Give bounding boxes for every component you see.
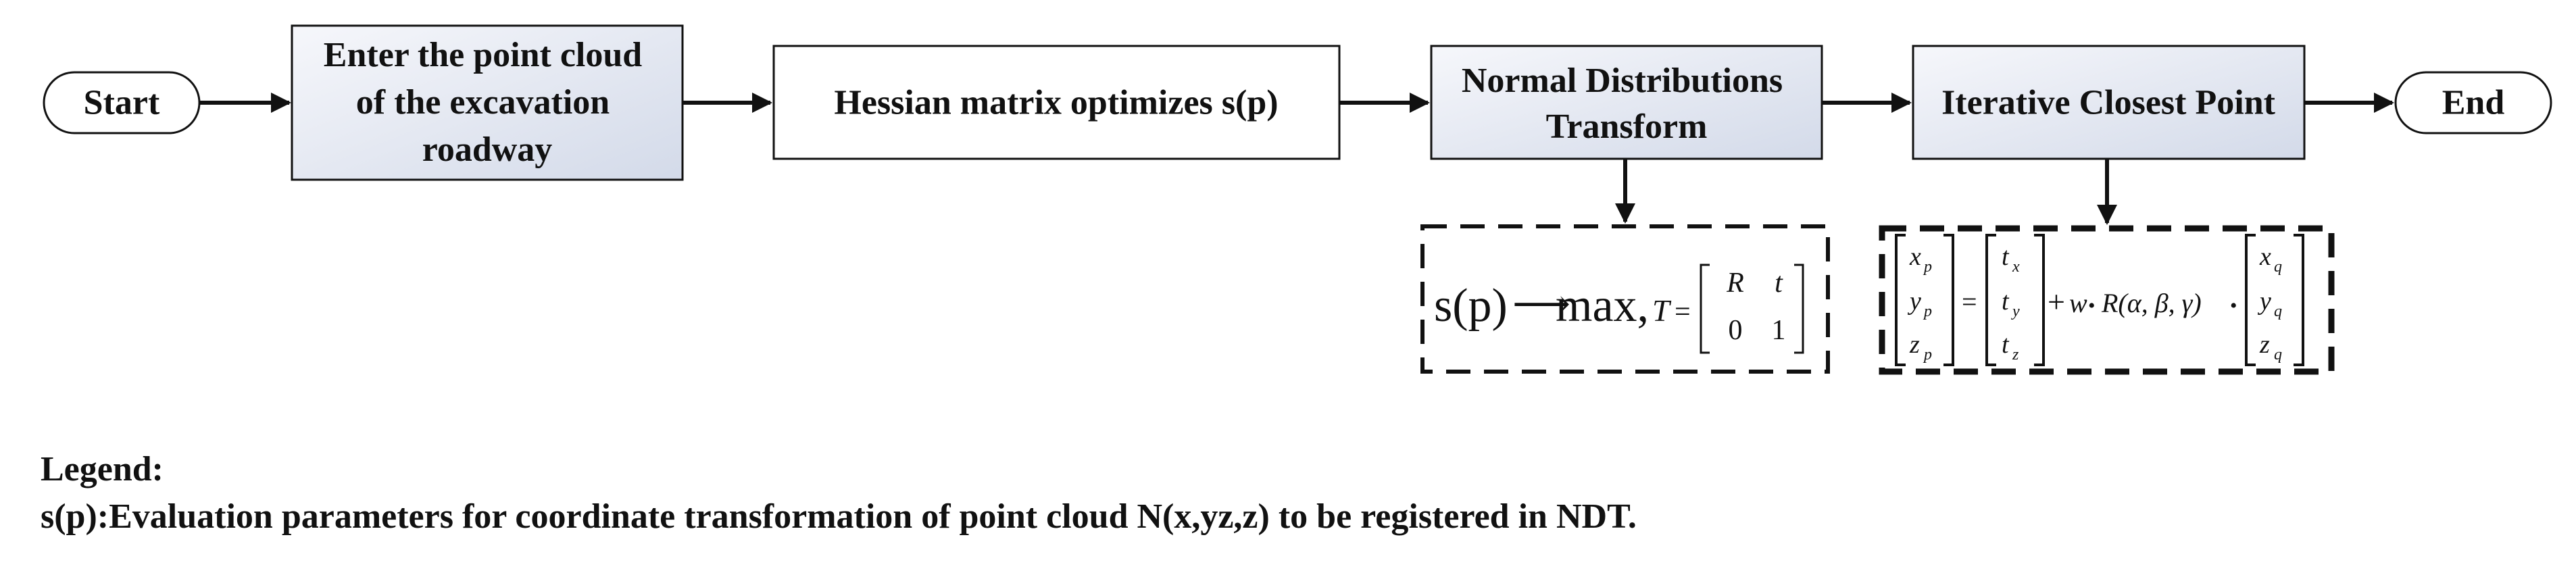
icp-dot-1: • <box>2088 295 2096 317</box>
icp-left-z-sub: p <box>1923 346 1932 364</box>
icp-equals: = <box>1962 286 1977 317</box>
icp-left-vector-left-bracket <box>1895 234 1906 366</box>
icp-left-y-sub: p <box>1923 303 1932 320</box>
icp-right-y: y <box>2257 287 2271 316</box>
icp-right-vector-right-bracket <box>2294 234 2304 366</box>
icp-node: Iterative Closest Point <box>1912 45 2306 160</box>
enter-line-2: of the excavation <box>356 83 610 122</box>
icp-dot-2: • <box>2230 295 2237 317</box>
ndt-matrix-t: t <box>1775 268 1783 299</box>
ndt-label: Normal Distributions Transform <box>1462 61 1791 146</box>
icp-translation-left-bracket <box>1985 234 1996 366</box>
ndt-formula-arrow: ⟶ <box>1512 282 1570 326</box>
icp-formula-box: x p y p z p = t x t y t z + w • R(α, β, … <box>1879 225 2335 375</box>
ndt-node: Normal Distributions Transform <box>1430 45 1823 160</box>
icp-t-y-sub: y <box>2011 303 2020 320</box>
ndt-formula-lhs: s(p) <box>1434 280 1508 332</box>
enter-line-1: Enter the point cloud <box>324 36 643 74</box>
icp-t-x: t <box>2002 243 2010 271</box>
icp-weight: w <box>2069 288 2087 318</box>
icp-right-y-sub: q <box>2274 303 2282 320</box>
ndt-matrix-left-bracket <box>1700 264 1710 354</box>
ndt-formula-rhs: max, <box>1556 280 1649 332</box>
ndt-formula-equals: = <box>1675 297 1691 328</box>
enter-line-3: roadway <box>422 130 553 169</box>
ndt-matrix-one: 1 <box>1772 315 1786 346</box>
ndt-line-1: Normal Distributions <box>1462 61 1783 100</box>
ndt-formula-box: s(p) ⟶ max, T = R t 0 1 <box>1420 224 1830 374</box>
ndt-formula-t-symbol: T <box>1652 293 1672 328</box>
hessian-label: Hessian matrix optimizes s(p) <box>834 84 1278 122</box>
icp-right-z: z <box>2259 330 2270 359</box>
ndt-matrix-r: R <box>1726 268 1744 299</box>
enter-point-cloud-label: Enter the point cloud of the excavation … <box>324 36 651 169</box>
ndt-matrix-right-bracket <box>1794 264 1804 354</box>
icp-left-y: y <box>1907 287 1921 316</box>
legend-text: s(p):Evaluation parameters for coordinat… <box>41 497 1637 536</box>
end-node: End <box>2394 71 2552 134</box>
icp-plus: + <box>2048 284 2065 319</box>
ndt-line-2: Transform <box>1546 107 1708 146</box>
icp-right-vector-left-bracket <box>2245 234 2256 366</box>
icp-right-z-sub: q <box>2274 346 2282 364</box>
start-label: Start <box>84 84 160 122</box>
end-label: End <box>2442 84 2505 122</box>
icp-translation-right-bracket <box>2034 234 2045 366</box>
icp-t-z: t <box>2002 330 2010 359</box>
icp-left-z: z <box>1909 330 1920 359</box>
start-node: Start <box>43 71 201 134</box>
icp-rotation: R(α, β, γ) <box>2101 288 2202 318</box>
legend-title: Legend: <box>41 450 164 489</box>
ndt-matrix-zero: 0 <box>1729 315 1743 346</box>
icp-t-z-sub: z <box>2012 346 2019 364</box>
hessian-node: Hessian matrix optimizes s(p) <box>772 45 1341 160</box>
icp-right-x-sub: q <box>2274 258 2282 276</box>
icp-t-x-sub: x <box>2012 258 2020 276</box>
icp-t-y: t <box>2002 287 2010 316</box>
icp-left-x: x <box>1909 243 1921 271</box>
enter-point-cloud-node: Enter the point cloud of the excavation … <box>291 24 684 181</box>
icp-label: Iterative Closest Point <box>1941 84 2276 122</box>
icp-left-x-sub: p <box>1923 258 1932 276</box>
icp-right-x: x <box>2259 243 2271 271</box>
icp-left-vector-right-bracket <box>1943 234 1954 366</box>
